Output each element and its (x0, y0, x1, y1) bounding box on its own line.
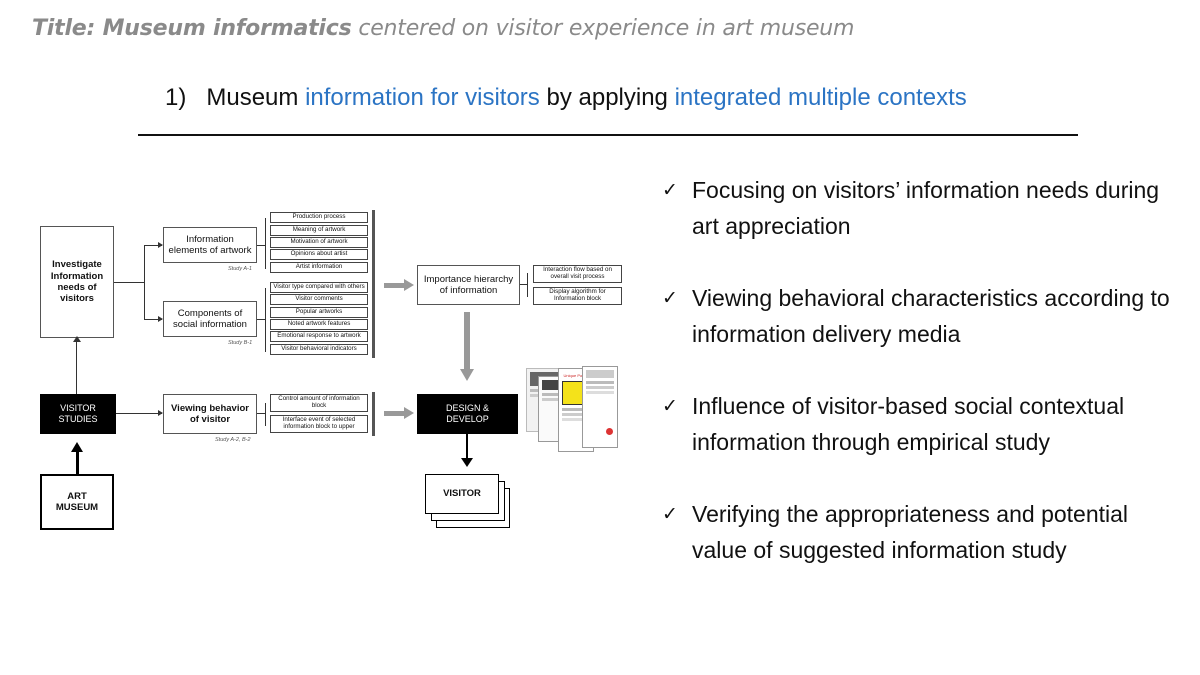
app-image-2 (542, 380, 572, 390)
divider-rule (138, 134, 1078, 136)
app-screen-4 (582, 366, 618, 448)
bullet-text: Verifying the appropriateness and potent… (692, 501, 1129, 563)
connector-imp (520, 284, 527, 285)
social-item: Visitor behavioral indicators (270, 344, 368, 355)
visitor-studies-box: VISITOR STUDIES (40, 394, 116, 434)
app-line (586, 381, 614, 384)
slide-title-rest: centered on visitor experience in art mu… (358, 16, 855, 41)
app-line (542, 398, 572, 401)
check-mark-icon: ✓ (662, 287, 678, 309)
behavior-item: Interface event of selected information … (270, 415, 368, 433)
slide-title: Title: Museum informatics centered on vi… (32, 16, 854, 41)
app-line (586, 386, 614, 389)
gray-arrow-1-shaft (384, 283, 406, 288)
app-line (562, 418, 590, 421)
connector-h4 (116, 413, 162, 414)
arrowhead-up (73, 336, 81, 342)
social-item: Popular artworks (270, 307, 368, 318)
connector-items-1 (257, 245, 265, 246)
check-mark-icon: ✓ (662, 503, 678, 525)
arrowhead-right-3 (158, 410, 163, 416)
design-develop-box: DESIGN & DEVELOP (417, 394, 518, 434)
app-line (562, 408, 590, 411)
app-record-dot (606, 428, 613, 435)
components-social-box: Components of social information (163, 301, 257, 337)
importance-box: Importance hierarchy of information (417, 265, 520, 305)
slide-title-bold: Title: Museum informatics (32, 16, 352, 41)
bracket-bar-1 (372, 210, 375, 358)
art-museum-box: ART MUSEUM (40, 474, 114, 530)
bullet-item: ✓ Verifying the appropriateness and poten… (662, 496, 1182, 568)
connector-items-2 (257, 319, 265, 320)
importance-item: Interaction flow based on overall visit … (533, 265, 622, 283)
behavior-item: Control amount of information block (270, 394, 368, 412)
subtitle-number: 1) (165, 84, 187, 111)
arrow-down-black (466, 434, 468, 460)
info-item: Production process (270, 212, 368, 223)
arrow-line-up (76, 338, 77, 394)
bullet-text: Viewing behavioral characteristics accor… (692, 285, 1170, 347)
app-screenshots: Unique Points (524, 366, 619, 466)
connector-items-1v (265, 218, 266, 269)
social-item: Emotional response to artwork (270, 331, 368, 342)
visitor-box: VISITOR (425, 474, 499, 514)
bullet-item: ✓ Influence of visitor-based social conte… (662, 388, 1182, 460)
gray-arrow-down-head (460, 369, 474, 381)
subtitle-part3: by applying (546, 84, 668, 111)
bullet-list: ✓ Focusing on visitors’ information needs… (662, 172, 1182, 568)
subtitle-highlight-1: information for visitors (305, 84, 540, 111)
app-header (586, 370, 614, 378)
importance-item: Display algorithm for Information block (533, 287, 622, 305)
social-item: Noted artwork features (270, 319, 368, 330)
bullet-item: ✓ Focusing on visitors’ information needs… (662, 172, 1182, 244)
gray-arrow-2-head (404, 407, 414, 419)
connector-imp-v (527, 273, 528, 297)
connector-h2 (144, 245, 162, 246)
arrow-thick-line (76, 452, 79, 474)
connector-items-2v (265, 288, 266, 352)
study-b1-label: Study B-1 (228, 340, 253, 346)
app-line (586, 391, 614, 394)
app-line (562, 413, 590, 416)
info-item: Artist information (270, 262, 368, 273)
connector-items-3v (265, 403, 266, 426)
arrowhead-down-black (461, 458, 473, 467)
bullet-text: Influence of visitor-based social contex… (692, 393, 1125, 455)
app-line (542, 393, 572, 396)
viewing-behavior-box: Viewing behavior of visitor (163, 394, 257, 434)
arrowhead-right-1 (158, 242, 163, 248)
gray-arrow-2-shaft (384, 411, 406, 416)
arrowhead-right-2 (158, 316, 163, 322)
investigate-box: Investigate Information needs of visitor… (40, 226, 114, 338)
info-elements-box: Information elements of artwork (163, 227, 257, 263)
gray-arrow-1-head (404, 279, 414, 291)
study-a1-label: Study A-1 (228, 266, 252, 272)
subtitle-part1: Museum (206, 84, 299, 111)
info-item: Motivation of artwork (270, 237, 368, 248)
connector-h1 (114, 282, 144, 283)
social-item: Visitor type compared with others (270, 282, 368, 293)
info-item: Meaning of artwork (270, 225, 368, 236)
social-item: Visitor comments (270, 294, 368, 305)
study-a2b2-label: Study A-2, B-2 (215, 437, 251, 443)
subtitle: 1) Museum information for visitors by ap… (165, 84, 967, 112)
arrowhead-thick-up (71, 442, 83, 452)
app-label: Unique Points (563, 373, 589, 378)
connector-v1 (144, 245, 145, 319)
bullet-text: Focusing on visitors’ information needs … (692, 177, 1160, 239)
gray-arrow-down-shaft (464, 312, 470, 370)
bullet-item: ✓ Viewing behavioral characteristics acco… (662, 280, 1182, 352)
connector-h3 (144, 319, 162, 320)
connector-items-3 (257, 413, 265, 414)
check-mark-icon: ✓ (662, 179, 678, 201)
subtitle-highlight-2: integrated multiple contexts (674, 84, 967, 111)
check-mark-icon: ✓ (662, 395, 678, 417)
bracket-bar-2 (372, 392, 375, 436)
info-item: Opinions about artist (270, 249, 368, 260)
